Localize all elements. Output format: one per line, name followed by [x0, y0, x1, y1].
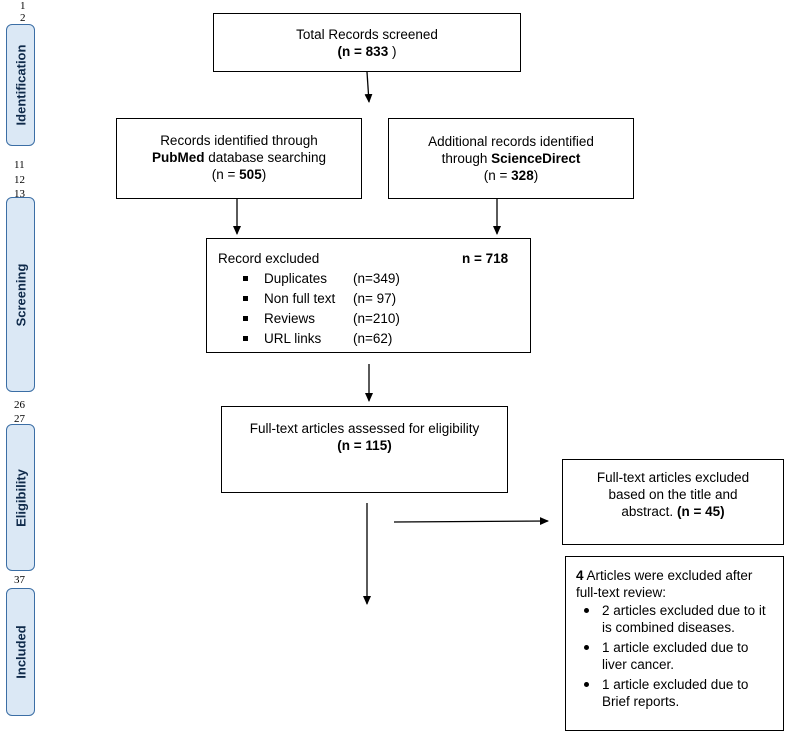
- line-number: 37: [14, 574, 25, 586]
- stage-eligibility: Eligibility: [6, 424, 35, 571]
- list-item: Reviews(n=210): [218, 309, 530, 329]
- pubmed-line2: PubMed database searching: [151, 150, 327, 165]
- pubmed-line1: Records identified through: [160, 133, 318, 148]
- line-number: 13: [14, 188, 25, 200]
- arrow-to-title-excluded: [393, 517, 549, 526]
- list-item: 1 article excluded due to liver cancer.: [576, 639, 775, 673]
- title-abstract-excluded-box: Full-text articles excluded based on the…: [562, 459, 784, 545]
- sciencedirect-line1: Additional records identified: [428, 134, 594, 149]
- arrow-total-to-sources: [364, 71, 373, 103]
- total-records-label: Total Records screened: [296, 27, 438, 42]
- line-number: 26: [14, 399, 25, 411]
- record-excluded-title: Record excluded: [218, 251, 320, 266]
- list-item: Non full text(n= 97): [218, 289, 530, 309]
- list-item: 1 article excluded due to Brief reports.: [576, 676, 775, 710]
- total-records-box: Total Records screened (n = 833 ): [213, 13, 521, 72]
- line-number: 12: [14, 174, 25, 186]
- total-records-count: (n = 833 ): [337, 44, 397, 59]
- list-item: URL links(n=62): [218, 329, 530, 349]
- pubmed-count: (n = 505): [211, 167, 267, 182]
- stage-screening: Screening: [6, 197, 35, 392]
- fulltext-assessed-label: Full-text articles assessed for eligibil…: [249, 421, 480, 436]
- record-excluded-header: Record excluded n = 718: [218, 249, 530, 269]
- stage-identification: Identification: [6, 24, 35, 146]
- title-excluded-line1: Full-text articles excluded: [596, 470, 750, 485]
- list-item: Duplicates(n=349): [218, 269, 530, 289]
- line-number: 11: [14, 159, 25, 171]
- sciencedirect-box: Additional records identified through Sc…: [388, 118, 634, 199]
- line-number: 1: [20, 0, 26, 12]
- record-excluded-total: n = 718: [462, 251, 509, 266]
- line-number: 2: [20, 12, 26, 24]
- fulltext-assessed-count: (n = 115): [337, 438, 392, 453]
- record-excluded-list: Duplicates(n=349) Non full text(n= 97) R…: [218, 269, 530, 349]
- fulltext-review-excluded-box: 4 Articles were excluded after full-text…: [565, 556, 784, 731]
- review-excluded-subheading: full-text review:: [576, 585, 667, 600]
- review-excluded-list: 2 articles excluded due to it is combine…: [576, 602, 775, 710]
- list-item: 2 articles excluded due to it is combine…: [576, 602, 775, 636]
- review-excluded-heading: 4 Articles were excluded after: [576, 568, 753, 583]
- line-number: 27: [14, 413, 25, 425]
- fulltext-assessed-box: Full-text articles assessed for eligibil…: [221, 406, 508, 493]
- title-excluded-line3: abstract. (n = 45): [621, 504, 725, 519]
- record-excluded-box: Record excluded n = 718 Duplicates(n=349…: [206, 238, 531, 353]
- title-excluded-line2: based on the title and: [608, 487, 738, 502]
- pubmed-box: Records identified through PubMed databa…: [116, 118, 362, 199]
- sciencedirect-count: (n = 328): [483, 168, 539, 183]
- sciencedirect-line2: through ScienceDirect: [441, 151, 581, 166]
- stage-included: Included: [6, 588, 35, 716]
